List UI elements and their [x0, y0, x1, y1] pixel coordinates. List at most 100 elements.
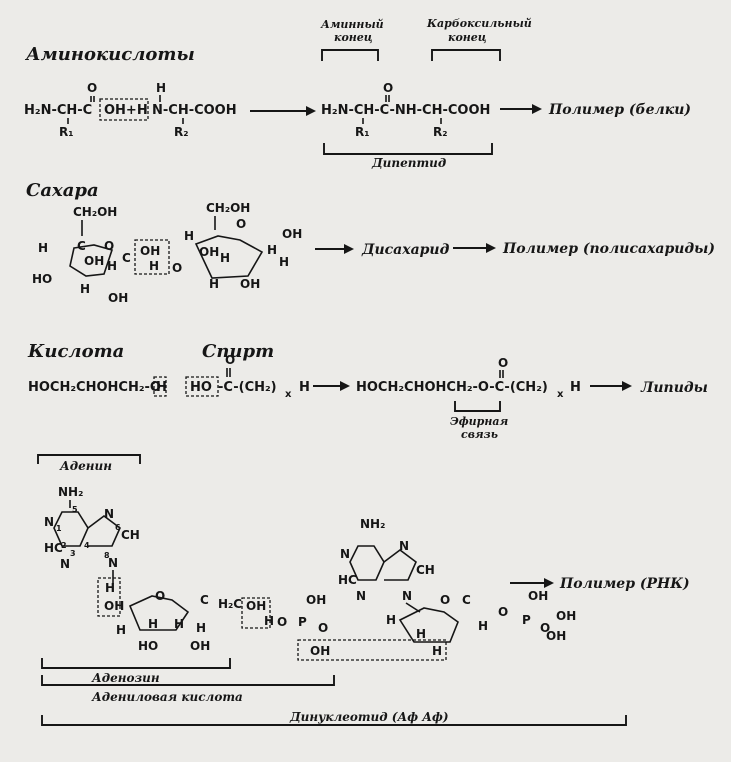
lipid-acid-tail: -C-(CH₂): [218, 380, 277, 395]
ester-bond-bracket: [454, 401, 501, 412]
arrow-lipids-2: [590, 381, 632, 391]
ribose2-h-box: H: [432, 644, 442, 658]
amino-acids-section: Аминокислоты H₂N-CH-C O OH+H N-CH-COOH H…: [24, 17, 691, 170]
amino-product-label: Полимер (белки): [548, 102, 691, 118]
sugar1-oh-box: OH: [140, 244, 160, 258]
adenine2-ch: CH: [416, 563, 435, 577]
adenine2-six-ring: [349, 545, 385, 581]
adenosine-label: Аденозин: [91, 671, 160, 685]
disaccharide-label: Дисахарид: [361, 242, 450, 258]
ribose1-oh: OH: [190, 639, 210, 653]
carboxyl-end-bracket: [431, 49, 501, 61]
sugar1-h-left: H: [38, 241, 48, 255]
sugar2-oh-mid: OH: [199, 245, 219, 259]
ring-num-9: 8: [104, 551, 110, 560]
sugar2-h-right2: H: [279, 255, 289, 269]
carboxyl-end-label-1: Карбоксильный: [426, 17, 532, 30]
adenine2-five-ring: [383, 549, 417, 581]
lipid-ho-box: [185, 376, 219, 397]
lipid-ho-box-text: HO: [190, 380, 212, 395]
adenine-label: Аденин: [59, 459, 112, 473]
sugar1-ch2oh: CH₂OH: [73, 205, 117, 219]
dipeptide-bracket: [323, 143, 493, 155]
arrow-amino-1: [250, 106, 316, 116]
phosphate-water-box: [241, 597, 271, 629]
sugars-product-label: Полимер (полисахариды): [502, 241, 715, 257]
dipeptide-label: Дипептид: [371, 156, 446, 170]
phosphate-h-box: H: [264, 614, 274, 628]
sugar2-ring-o: O: [236, 217, 246, 231]
amino-r2: R₂: [174, 125, 189, 139]
phosphate-oh-bottom: OH: [310, 644, 330, 658]
phosphate-h2c: H₂C: [218, 597, 242, 611]
section-title-acid: Кислота: [27, 341, 124, 362]
sugar1-c: C: [77, 239, 86, 253]
adenine-bracket: [37, 454, 141, 464]
arrow-amino-2: [500, 104, 542, 114]
ring-num-2: 2: [61, 541, 67, 550]
ribose1-c5: C: [200, 593, 209, 607]
ribose2-h-left: H: [386, 613, 396, 627]
lipid-h-box-text: H: [156, 380, 167, 395]
ribose2-ring: [398, 607, 459, 643]
sugar2-h-top: H: [184, 229, 194, 243]
adenine1-n7: N: [104, 507, 114, 521]
ring-num-6: 5: [72, 505, 78, 514]
second-water-box: [297, 639, 447, 661]
adenine1-water-box: [97, 577, 121, 617]
carboxyl-end-label-2: конец: [448, 31, 487, 44]
phosphate-p: P: [298, 615, 307, 629]
sugar2-oh-bottom: OH: [240, 277, 260, 291]
phosphate-o-right: O: [318, 621, 328, 635]
dinucleotide-bracket: [41, 715, 627, 726]
adenine2-n3: N: [356, 589, 366, 603]
ribose1-h-left: H: [116, 623, 126, 637]
dipeptide-r2: R₂: [433, 125, 448, 139]
sugar2-oh-right: OH: [282, 227, 302, 241]
ring-num-8: 6: [115, 523, 121, 532]
adenine1-five-ring: [87, 515, 121, 547]
arrow-sugars-2: [453, 243, 496, 253]
ribose1-o: O: [155, 589, 165, 603]
ribose2-o-link: O: [498, 605, 508, 619]
sugar1-ring-o: O: [104, 239, 114, 253]
sugar1-h-bottom: H: [80, 282, 90, 296]
sugar-water-box: [134, 239, 170, 275]
ribose2-o-right: O: [540, 621, 550, 635]
lipid-h-box: [153, 376, 167, 397]
phosphate-o-link: O: [277, 615, 287, 629]
amino-reactant-b: N-CH-COOH: [152, 103, 237, 118]
lipid-acid-x: x: [285, 389, 292, 400]
sugar1-ring: [69, 244, 114, 277]
dipeptide-oxygen: O: [383, 81, 393, 95]
nucleotides-section: Аденин NH₂ N HC N N CH N 5 1 2 3 4 6 8 H…: [37, 454, 690, 726]
adenine1-n3: N: [60, 557, 70, 571]
adenine1-nh2: NH₂: [58, 485, 83, 499]
amino-water-box: [99, 98, 149, 121]
adenine2-n7: N: [399, 539, 409, 553]
phosphate-oh-box: OH: [246, 599, 266, 613]
ribose2-c5: C: [462, 593, 471, 607]
amino-oh-plus-h: OH+H: [104, 103, 148, 118]
ribose1-h-far: H: [196, 621, 206, 635]
adenine2-nh2: NH₂: [360, 517, 385, 531]
adenylic-acid-bracket: [41, 675, 335, 686]
ester-h: H: [570, 380, 581, 395]
dipeptide-r1: R₁: [355, 125, 370, 139]
adenine1-n9: N: [108, 556, 118, 570]
amino-reactant-b-h: H: [156, 81, 166, 95]
section-title-amino-acids: Аминокислоты: [24, 44, 195, 65]
ribose2-h-right: H: [478, 619, 488, 633]
ribose2-oh-right: OH: [556, 609, 576, 623]
ribose1-h-mid: H: [148, 617, 158, 631]
sugar1-h-right: H: [107, 259, 117, 273]
sugar2-h-mid: H: [220, 251, 230, 265]
amine-end-label-1: Аминный: [320, 18, 384, 31]
ribose2-o: O: [440, 593, 450, 607]
sugar2-ch2oh: CH₂OH: [206, 201, 250, 215]
rna-product-label: Полимер (РНК): [559, 576, 690, 592]
adenine1-n1: N: [44, 515, 54, 529]
adenine1-six-ring: [53, 511, 89, 547]
amino-reactant-a-oxygen: O: [87, 81, 97, 95]
